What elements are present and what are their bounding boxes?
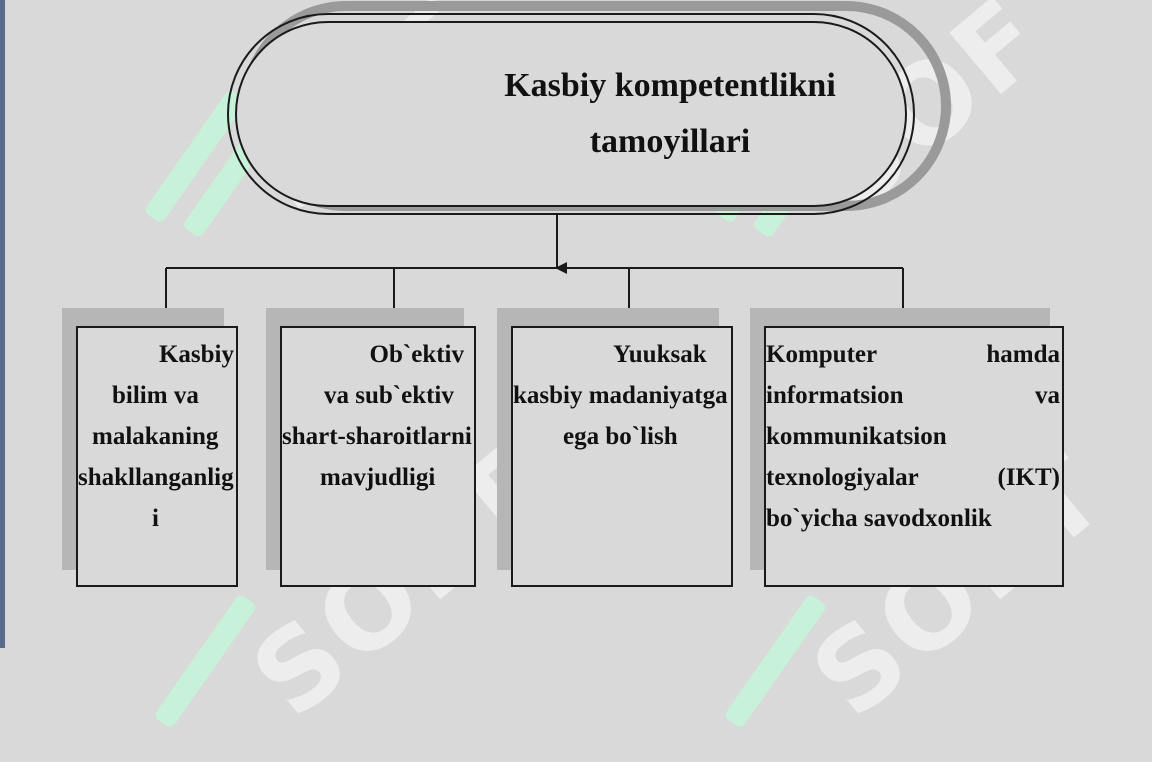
box-1-line-5: i (152, 505, 159, 532)
box-1-line-1: Kasbiy (158, 341, 234, 368)
box-4-line-4a: texnologiyalar (766, 464, 919, 491)
box-2-line-3: shart-sharoitlarni (282, 423, 472, 450)
box-3-line-1: Yuuksak (613, 341, 707, 368)
title-pill-outer (227, 13, 915, 215)
box-4-line-1b: hamda (986, 341, 1060, 368)
box-4-line-2a: informatsion (766, 382, 904, 409)
left-window-edge (0, 0, 5, 648)
principle-box-4: Komputer hamda informatsion va kommunika… (764, 326, 1064, 587)
box-2-line-4: mavjudligi (320, 464, 436, 491)
title-line-2: tamoyillari (589, 123, 751, 160)
box-4-line-3: kommunikatsion (766, 423, 947, 450)
box-2-line-1: Ob`ektiv (369, 341, 464, 368)
diagram-connectors (164, 1, 951, 332)
box-1-line-4: shakllanganlig (78, 464, 234, 491)
box-4-line-1a: Komputer (766, 341, 878, 368)
principle-box-3: Yuuksak kasbiy madaniyatga ega bo`lish (511, 326, 733, 587)
box-4-line-5: bo`yicha savodxonlik (766, 505, 992, 532)
box-2-line-2: va sub`ektiv (324, 382, 454, 409)
title-line-1: Kasbiy kompetentlikni (504, 67, 836, 104)
title-pill-inner (235, 21, 907, 207)
principle-box-1: Kasbiy bilim va malakaning shakllanganli… (76, 326, 238, 587)
box-4-line-2b: va (1035, 382, 1060, 409)
box-1-line-2: bilim va (112, 382, 199, 409)
box-3-line-3: ega bo`lish (563, 423, 678, 450)
box-1-line-3: malakaning (92, 423, 219, 450)
box-3-line-2: kasbiy madaniyatga (513, 382, 728, 409)
principle-box-2: Ob`ektiv va sub`ektiv shart-sharoitlarni… (280, 326, 476, 587)
diagram-title: Kasbiy kompetentlikni tamoyillari (470, 58, 870, 170)
box-4-line-4b: (IKT) (997, 464, 1061, 491)
